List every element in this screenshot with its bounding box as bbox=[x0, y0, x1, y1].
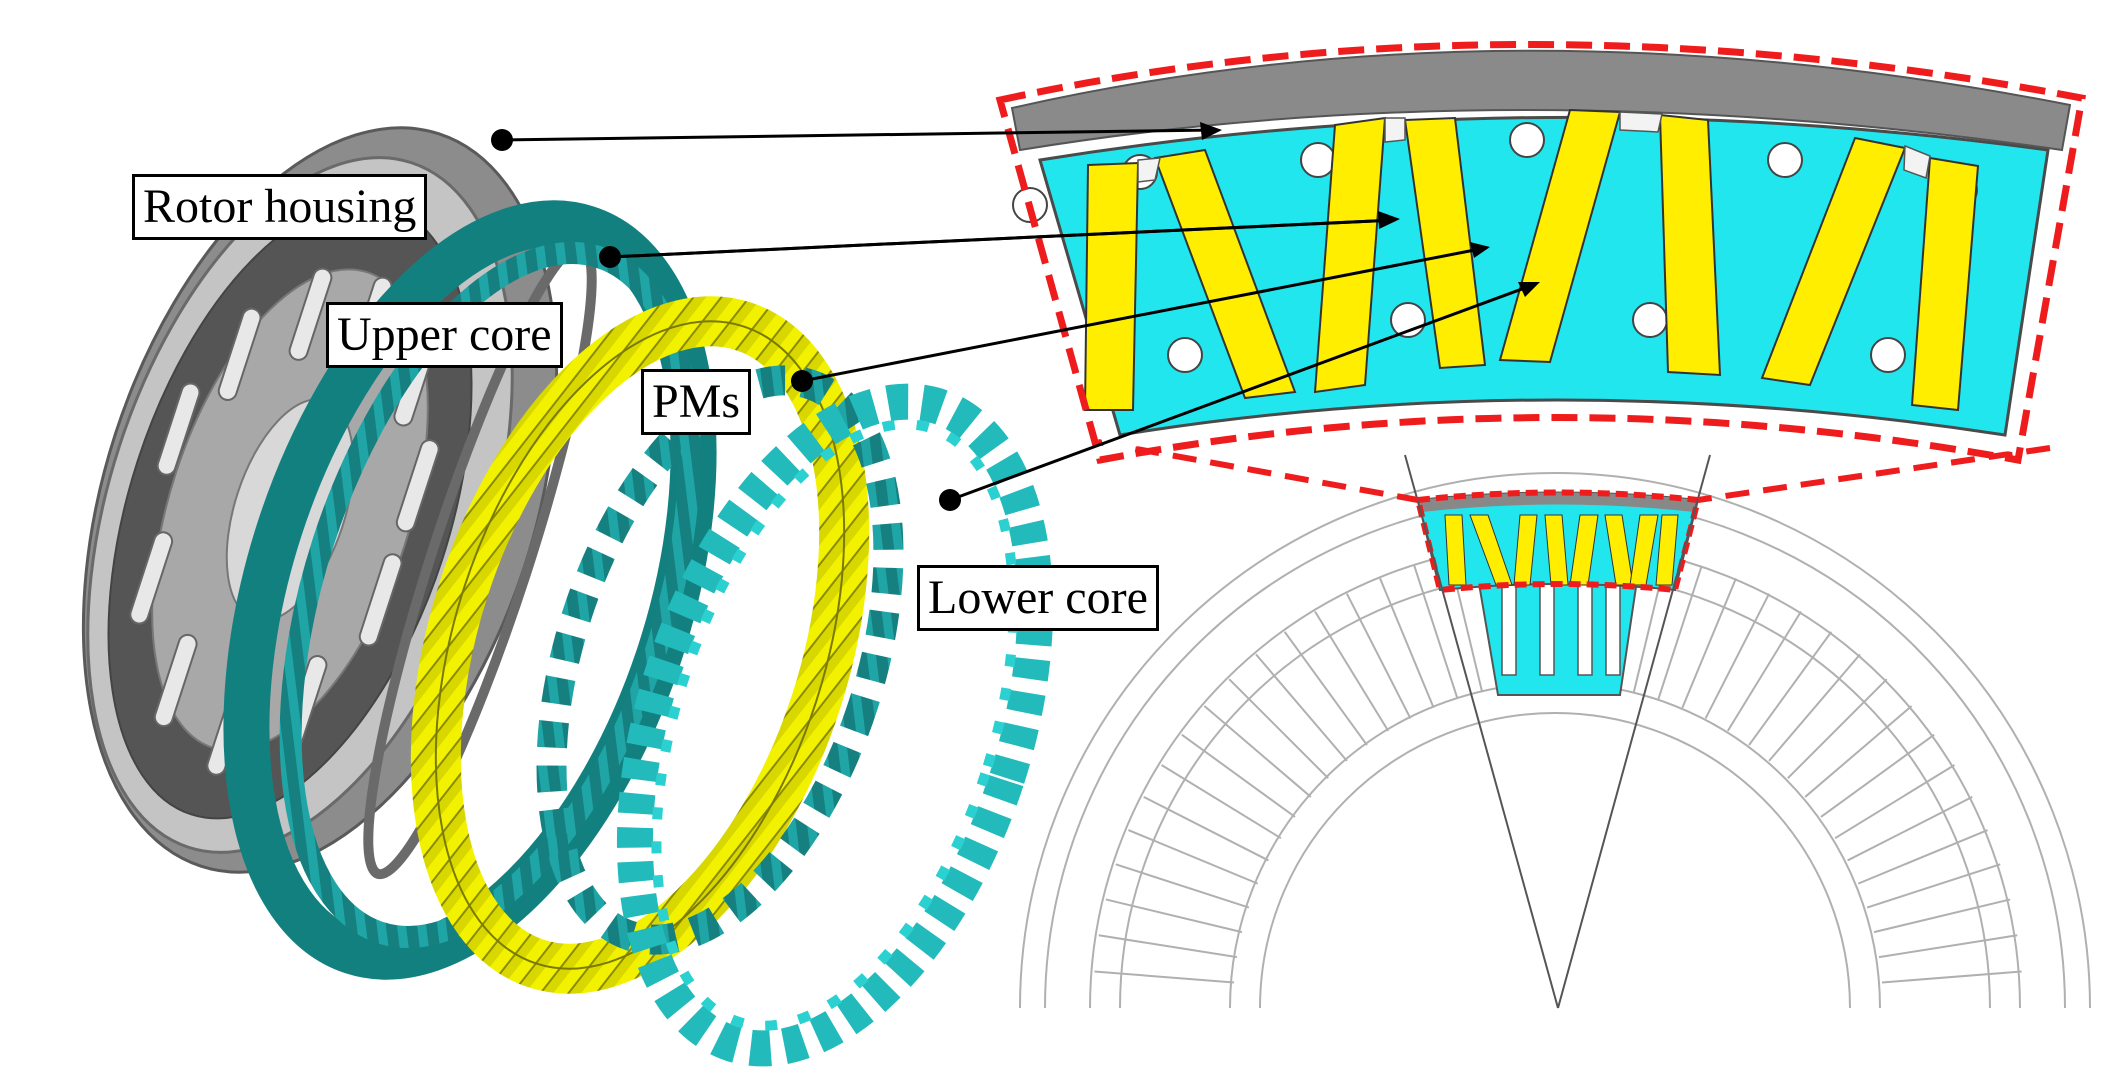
leader-dots bbox=[491, 129, 961, 511]
highlighted-sector bbox=[1414, 489, 1702, 696]
stator-spoke bbox=[1413, 565, 1459, 700]
zoomed-detail bbox=[995, 41, 2087, 465]
stator-spoke bbox=[1098, 934, 1238, 959]
rotor-housing-dot bbox=[491, 129, 513, 151]
stator-spoke bbox=[1873, 898, 2011, 934]
stator-spoke bbox=[1379, 578, 1435, 709]
stator-spoke bbox=[1203, 705, 1312, 798]
leader-lines bbox=[501, 128, 1531, 502]
pms-ring-drawing bbox=[410, 296, 870, 994]
stator-spoke bbox=[1094, 970, 1235, 984]
stator-spoke bbox=[1255, 653, 1348, 762]
stator-spoke bbox=[1128, 829, 1259, 885]
stator-spoke bbox=[1881, 970, 2022, 984]
stator-spoke bbox=[1657, 565, 1703, 700]
stator-spoke bbox=[1681, 578, 1737, 709]
stator-spoke bbox=[1834, 764, 1956, 840]
stator-spoke bbox=[1768, 653, 1861, 762]
rotor-housing-label: Rotor housing bbox=[132, 174, 428, 240]
upper-core-label: Upper core bbox=[326, 302, 563, 368]
upper-core-dot bbox=[599, 246, 621, 268]
stator-spoke bbox=[1878, 934, 2018, 959]
stator-spoke bbox=[1820, 733, 1935, 818]
stator-spoke bbox=[1105, 898, 1243, 934]
lower-core-drawing bbox=[616, 383, 1054, 1067]
stator-spoke bbox=[1787, 678, 1888, 779]
stator-spoke bbox=[1143, 796, 1269, 862]
lower-core-dot bbox=[939, 489, 961, 511]
stator-spoke bbox=[1115, 863, 1250, 909]
sector-boundary-lines bbox=[1404, 454, 1711, 1009]
stator-spoke bbox=[1866, 863, 2001, 909]
stator-spoke bbox=[1283, 631, 1368, 746]
stator-spoke bbox=[1857, 829, 1988, 885]
stator-spoke bbox=[1181, 733, 1296, 818]
zoom-connectors bbox=[1097, 439, 2051, 503]
lower-core-label: Lower core bbox=[917, 565, 1159, 631]
stator-spoke bbox=[1748, 631, 1833, 746]
stator-spoke bbox=[1804, 705, 1913, 798]
stator-spoke bbox=[1726, 610, 1802, 732]
stator-spoke bbox=[1160, 764, 1282, 840]
stator-spoke bbox=[1228, 678, 1329, 779]
stator-spoke bbox=[1847, 796, 1973, 862]
stator-spoke bbox=[1704, 593, 1770, 719]
pms-dot bbox=[791, 370, 813, 392]
stator-spoke bbox=[1346, 593, 1412, 719]
pms-label: PMs bbox=[641, 369, 752, 435]
leader-arrowheads bbox=[1200, 122, 1540, 297]
stator-spoke bbox=[1314, 610, 1390, 732]
